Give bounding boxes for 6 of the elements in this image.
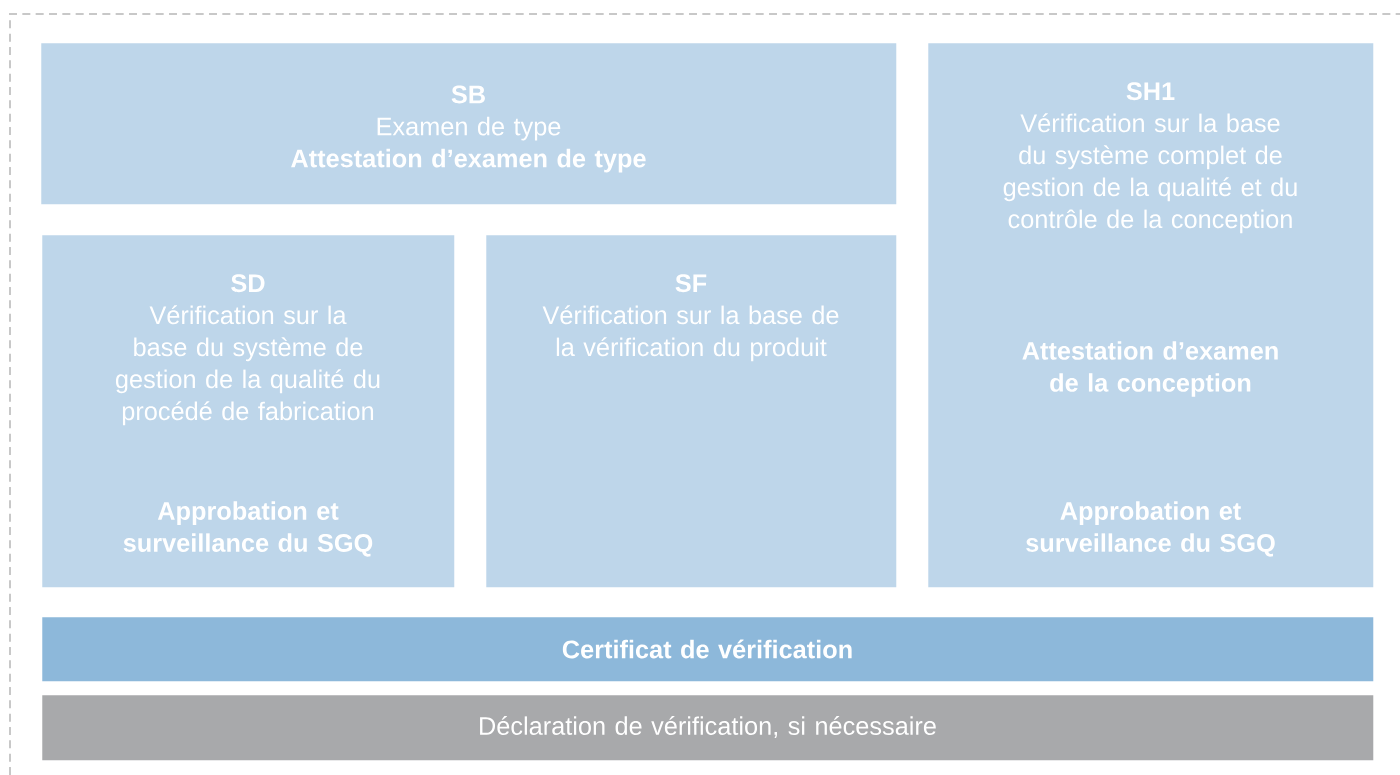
process-box: SF Vérification sur la base de la vérification du produit: [486, 235, 897, 588]
process-box: SB Examen de type Attestation d’examen de type: [41, 43, 897, 205]
process-box: SH1 Vérification sur la base du système complet de gestion de la qualité et du contrôle de la conception Attestation d’examen de la conception Approbation et surveillance du SGQ: [928, 43, 1374, 588]
process-box: Déclaration de vérification, si nécessaire: [42, 695, 1374, 761]
process-box: SD Vérification sur la base du système de gestion de la qualité du procédé de fabrication Approbation et surveillance du SGQ: [42, 235, 455, 588]
process-box: Certificat de vérification: [42, 617, 1374, 682]
